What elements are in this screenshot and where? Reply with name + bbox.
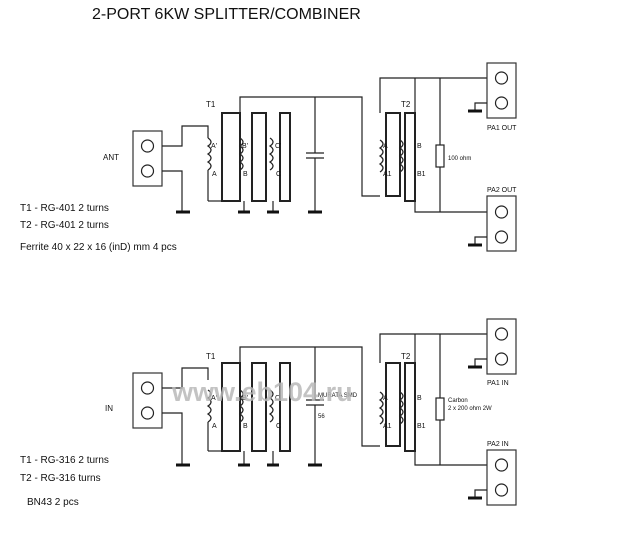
t2-pin-b1: B1 bbox=[417, 171, 426, 178]
t1-pin-b-prime: B' bbox=[242, 143, 248, 150]
watermark: www.eb104.ru bbox=[171, 377, 353, 407]
bottom-circuit: IN T1 A' B' C' A B C MURATA SMD bbox=[20, 318, 517, 508]
t2b-pin-a1: A1 bbox=[383, 423, 392, 430]
t2b-pin-b1: B1 bbox=[417, 423, 426, 430]
in-connector bbox=[132, 372, 163, 429]
t2-label: T2 bbox=[401, 100, 411, 109]
t2b-pin-a: A bbox=[383, 395, 388, 402]
t1-label: T1 bbox=[206, 100, 216, 109]
t1b-pin-c: C bbox=[276, 423, 281, 430]
pa1-out-label: PA1 OUT bbox=[487, 125, 517, 132]
t1b-pin-c-prime: C' bbox=[275, 395, 281, 402]
t1-pin-b: B bbox=[243, 171, 248, 178]
ant-label: ANT bbox=[103, 153, 119, 162]
top-spec-t1: T1 - RG-401 2 turns bbox=[20, 203, 109, 214]
t1b-transformer bbox=[206, 362, 291, 452]
ant-connector bbox=[132, 130, 163, 187]
t2-pin-b: B bbox=[417, 143, 422, 150]
t1-pin-c: C bbox=[276, 171, 281, 178]
cap-value: 56 bbox=[318, 414, 325, 420]
pa1-out-connector bbox=[486, 62, 517, 119]
pa1-in-label: PA1 IN bbox=[487, 380, 509, 387]
t2b-transformer bbox=[378, 362, 416, 452]
bottom-resistor-label-2: 2 x 200 ohm 2W bbox=[448, 406, 492, 412]
pa1-in-connector bbox=[486, 318, 517, 375]
t1b-pin-b-prime: B' bbox=[242, 395, 248, 402]
bottom-spec-t1: T1 - RG-316 2 turns bbox=[20, 455, 109, 466]
t2-pin-a: A bbox=[383, 143, 388, 150]
top-resistor bbox=[435, 144, 445, 168]
bottom-ferrite: BN43 2 pcs bbox=[27, 497, 79, 508]
pa2-in-label: PA2 IN bbox=[487, 441, 509, 448]
t1b-pin-a: A bbox=[212, 423, 217, 430]
t1b-label: T1 bbox=[206, 352, 216, 361]
t2b-label: T2 bbox=[401, 352, 411, 361]
t2-pin-a1: A1 bbox=[383, 171, 392, 178]
pa2-in-connector bbox=[486, 449, 517, 506]
t1-pin-c-prime: C' bbox=[275, 143, 281, 150]
cap-label: MURATA SMD bbox=[318, 393, 358, 399]
t1-pin-a: A bbox=[212, 171, 217, 178]
in-label: IN bbox=[105, 404, 113, 413]
t1b-pin-a-prime: A' bbox=[211, 395, 217, 402]
t1b-pin-b: B bbox=[243, 423, 248, 430]
t2b-pin-b: B bbox=[417, 395, 422, 402]
top-spec-t2: T2 - RG-401 2 turns bbox=[20, 220, 109, 231]
page-title: 2-PORT 6KW SPLITTER/COMBINER bbox=[92, 6, 361, 23]
bottom-resistor-label-1: Carbon bbox=[448, 398, 468, 404]
pa2-out-label: PA2 OUT bbox=[487, 187, 517, 194]
top-ferrite: Ferrite 40 x 22 x 16 (inD) mm 4 pcs bbox=[20, 242, 177, 253]
t1-transformer bbox=[206, 112, 291, 202]
top-circuit: ANT T1 A' B' C' A B C bbox=[20, 62, 517, 253]
bottom-spec-t2: T2 - RG-316 turns bbox=[20, 473, 101, 484]
t2-transformer bbox=[378, 112, 416, 202]
bottom-resistor bbox=[435, 397, 445, 421]
top-resistor-label: 100 ohm bbox=[448, 156, 471, 162]
t1-pin-a-prime: A' bbox=[211, 143, 217, 150]
pa2-out-connector bbox=[486, 195, 517, 252]
